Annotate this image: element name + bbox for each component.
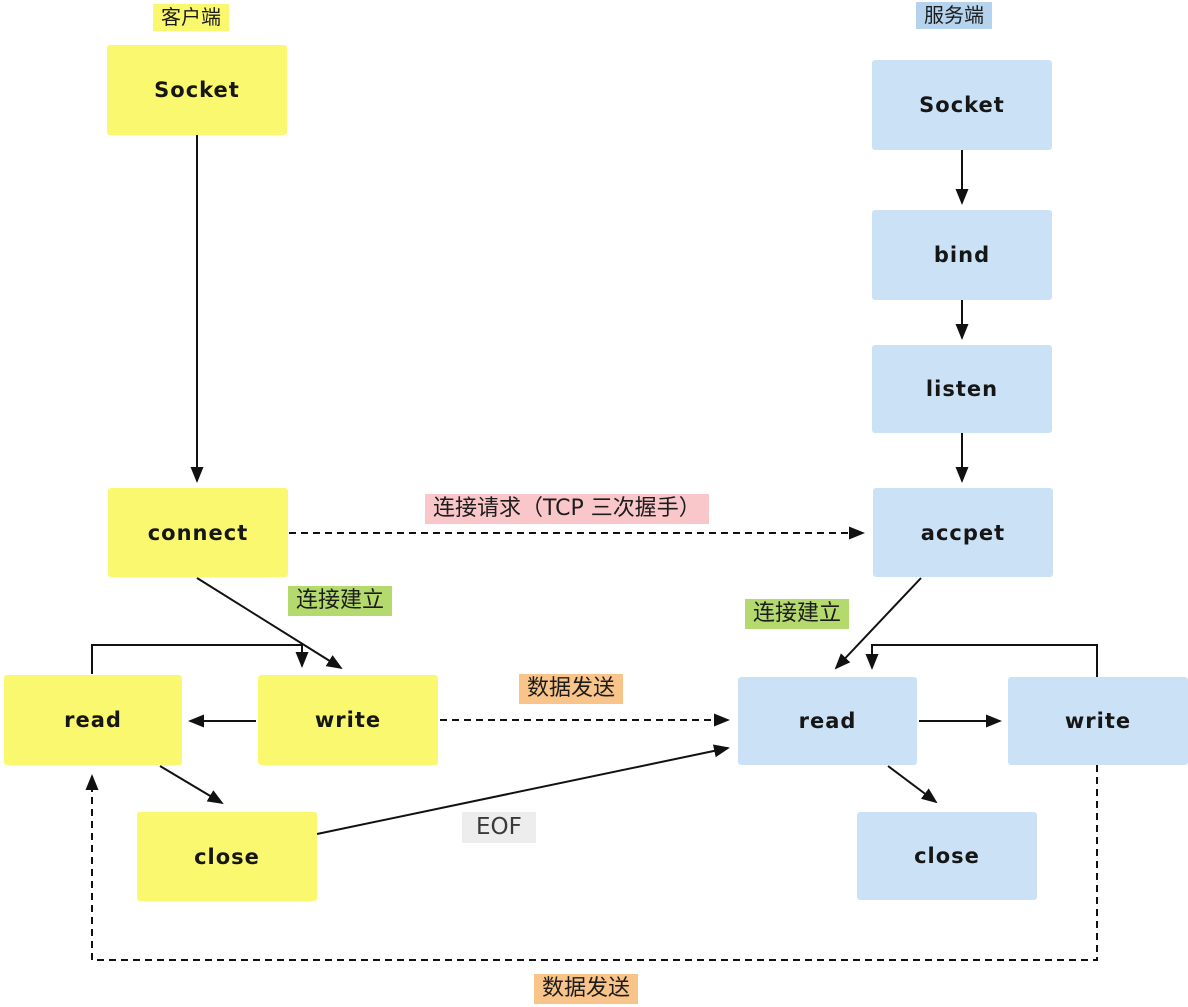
data-send-forward-label: 数据发送 <box>519 674 624 704</box>
client-title-label: 客户端 <box>153 4 229 31</box>
connection-established-client-label: 连接建立 <box>288 586 393 616</box>
node-client-close: close <box>137 812 317 901</box>
node-server-socket: Socket <box>872 60 1052 150</box>
node-client-socket: Socket <box>107 45 287 135</box>
server-title-label: 服务端 <box>916 2 992 29</box>
edge-server-write-loop-to-read <box>865 644 1098 677</box>
node-client-write: write <box>258 675 438 765</box>
edge-client-read-to-close <box>159 765 224 805</box>
node-server-read: read <box>738 677 917 765</box>
edge-client-read-loop-to-write <box>91 644 309 674</box>
connection-request-label: 连接请求（TCP 三次握手） <box>425 494 709 524</box>
node-client-read: read <box>4 675 182 765</box>
node-server-write: write <box>1008 677 1188 765</box>
data-send-backward-label: 数据发送 <box>534 974 639 1004</box>
node-server-close: close <box>857 812 1037 900</box>
edge-server-read-to-close <box>887 765 938 804</box>
node-client-connect: connect <box>108 488 288 577</box>
connection-established-server-label: 连接建立 <box>745 599 850 629</box>
node-server-bind: bind <box>872 210 1052 300</box>
node-server-listen: listen <box>872 345 1052 433</box>
node-server-accept: accpet <box>873 488 1053 577</box>
eof-label: EOF <box>462 812 536 843</box>
